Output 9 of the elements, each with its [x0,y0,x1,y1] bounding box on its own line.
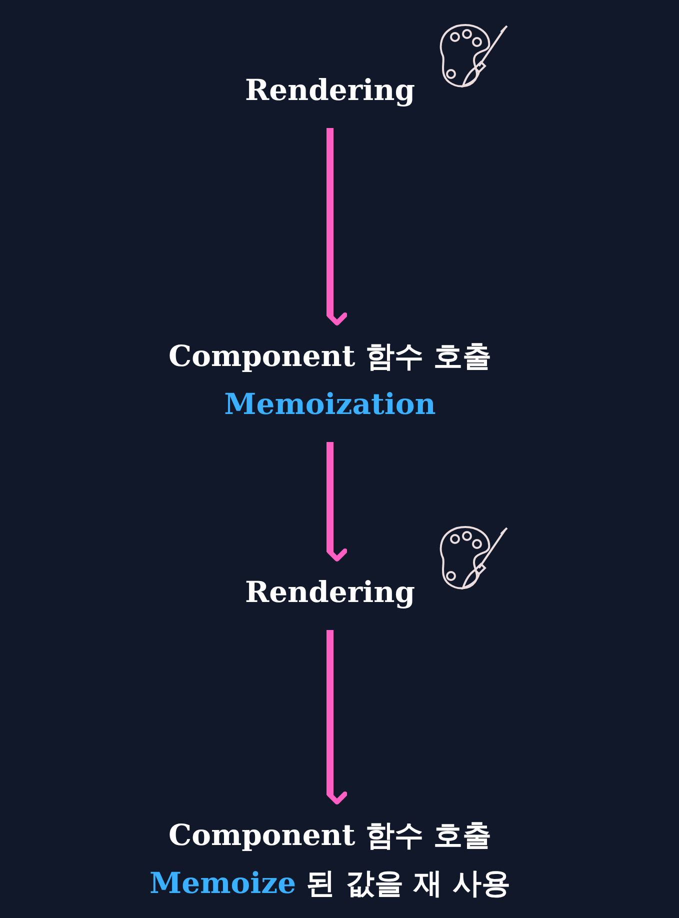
step-label: Rendering [244,574,416,611]
arrow [326,630,348,804]
step-note: Memoization [223,386,437,423]
arrow [326,128,348,326]
step-label: Rendering [244,72,416,109]
step-note: Memoize 된 값을 재 사용 [150,865,510,902]
arrow [326,442,348,562]
step-heading: Component 함수 호출 [168,817,492,854]
step-heading: Component 함수 호출 [168,338,492,375]
